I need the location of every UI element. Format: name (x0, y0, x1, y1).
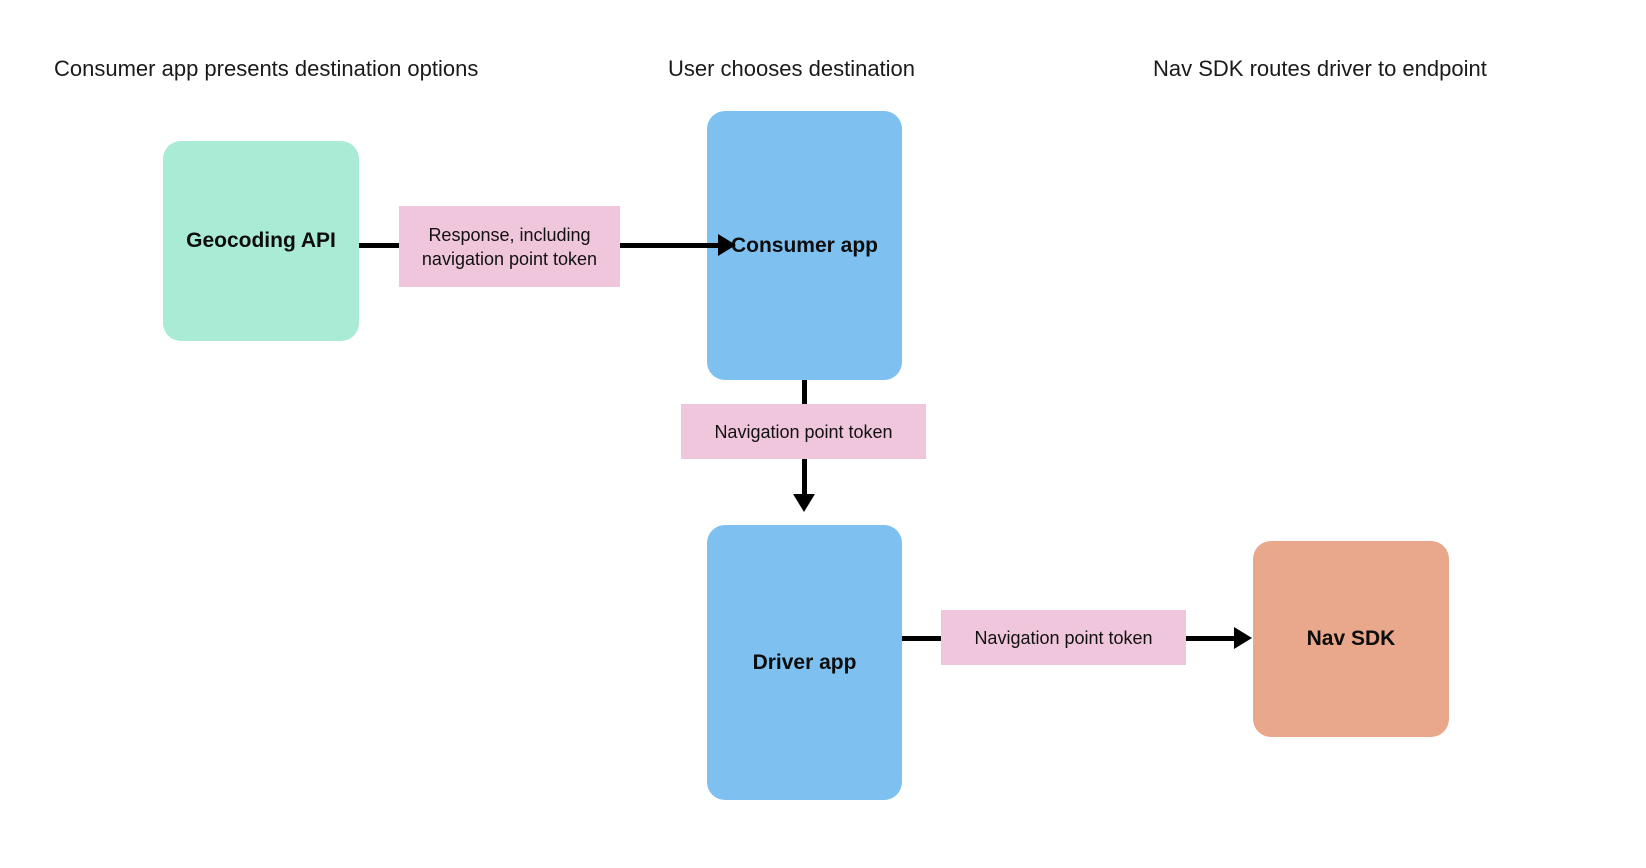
edge-label-navigation-point-token-consumer-driver: Navigation point token (681, 404, 926, 459)
node-nav-sdk[interactable]: Nav SDK (1253, 541, 1449, 737)
arrow-geocoding-to-consumer-head (718, 234, 736, 256)
edge-label-response-including-navigation-point-token: Response, including navigation point tok… (399, 206, 620, 287)
column-header-user-chooses-destination: User chooses destination (668, 56, 916, 81)
column-header-nav-sdk-routes-driver: Nav SDK routes driver to endpoint (1153, 56, 1487, 81)
column-header-consumer-app-presents: Consumer app presents destination option… (54, 56, 479, 81)
arrow-consumer-to-driver-head (793, 494, 815, 512)
arrow-driver-to-navsdk-head (1234, 627, 1252, 649)
node-geocoding-api[interactable]: Geocoding API (163, 141, 359, 341)
node-driver-app[interactable]: Driver app (707, 525, 902, 800)
edge-label-navigation-point-token-driver-navsdk: Navigation point token (941, 610, 1186, 665)
node-consumer-app[interactable]: Consumer app (707, 111, 902, 380)
